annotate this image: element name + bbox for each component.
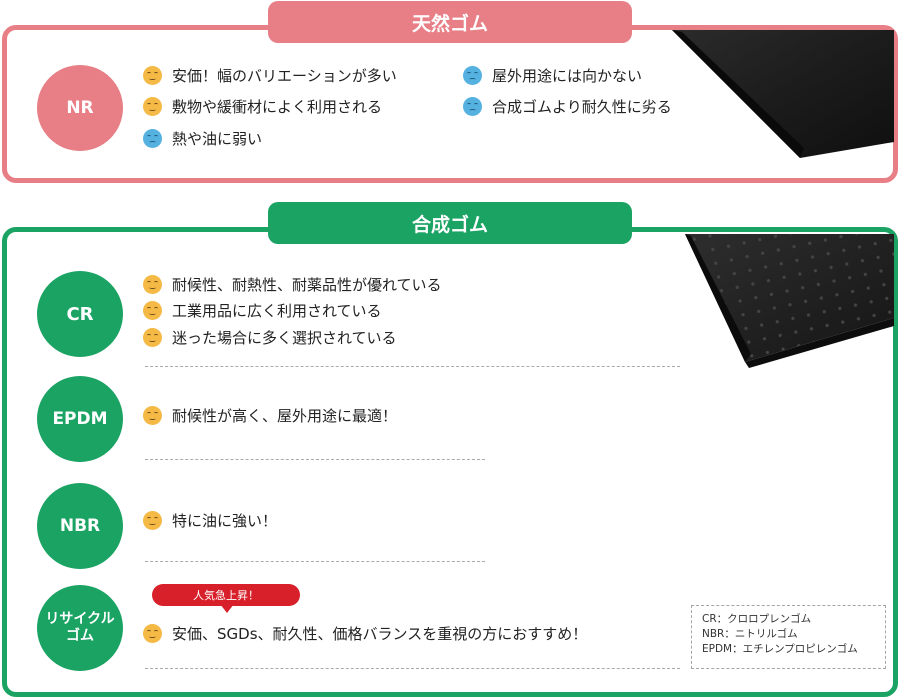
epdm-badge: EPDM (37, 376, 123, 462)
natural-rubber-sheet-image (672, 30, 894, 158)
nr-con-2-text: 屋外用途には向かない (492, 67, 643, 85)
epdm-item-1-text: 耐候性が高く、屋外用途に最適！ (172, 407, 398, 425)
nbr-divider (145, 561, 485, 562)
smile-face-icon (143, 511, 162, 530)
cr-divider (145, 366, 680, 367)
recycled-divider (145, 668, 680, 669)
cr-item-3: 迷った場合に多く選択されている (143, 327, 397, 348)
sad-face-icon (463, 66, 482, 85)
natural-rubber-tab: 天然ゴム (268, 1, 632, 43)
nr-con-3: 合成ゴムより耐久性に劣る (463, 96, 672, 117)
cr-item-2-text: 工業用品に広く利用されている (172, 302, 382, 320)
cr-item-3-text: 迷った場合に多く選択されている (172, 329, 397, 347)
legend-cr: CR：クロロプレンゴム (702, 613, 812, 625)
recycled-badge-line2: ゴム (66, 628, 94, 644)
smile-face-icon (143, 97, 162, 116)
nr-pro-1: 安価！幅のバリエーションが多い (143, 65, 397, 86)
nr-con-1: 熱や油に弱い (143, 128, 262, 149)
synthetic-rubber-tab: 合成ゴム (268, 202, 632, 244)
cr-item-2: 工業用品に広く利用されている (143, 300, 382, 321)
smile-face-icon (143, 624, 162, 643)
nr-badge: NR (37, 65, 123, 151)
sad-face-icon (463, 97, 482, 116)
epdm-divider (145, 459, 485, 460)
nr-pro-2-text: 敷物や緩衝材によく利用される (172, 98, 383, 116)
recycled-badge-line1: リサイクル (45, 610, 115, 627)
smile-face-icon (143, 301, 162, 320)
nr-con-1-text: 熱や油に弱い (172, 130, 263, 148)
recycled-badge: リサイクル ゴム (37, 585, 123, 671)
nr-pro-1-text: 安価！幅のバリエーションが多い (172, 67, 397, 85)
smile-face-icon (143, 275, 162, 294)
cr-item-1: 耐候性、耐熱性、耐薬品性が優れている (143, 274, 442, 295)
nr-pro-2: 敷物や緩衝材によく利用される (143, 96, 382, 117)
cr-badge: CR (37, 271, 123, 357)
legend-epdm: EPDM：エチレンプロピレンゴム (702, 643, 858, 656)
popular-tag-pointer (220, 604, 234, 613)
recycled-item-1: 安価、SGDs、耐久性、価格バランスを重視の方におすすめ！ (143, 623, 587, 644)
nr-con-3-text: 合成ゴムより耐久性に劣る (492, 98, 672, 116)
nbr-item-1-text: 特に油に強い！ (172, 512, 278, 530)
smile-face-icon (143, 406, 162, 425)
smile-face-icon (143, 328, 162, 347)
popular-tag: 人気急上昇！ (152, 584, 300, 606)
nbr-badge: NBR (37, 483, 123, 569)
cr-item-1-text: 耐候性、耐熱性、耐薬品性が優れている (172, 276, 442, 294)
legend-nbr: NBR：ニトリルゴム (702, 628, 798, 641)
nbr-item-1: 特に油に強い！ (143, 510, 277, 531)
epdm-item-1: 耐候性が高く、屋外用途に最適！ (143, 405, 397, 426)
smile-face-icon (143, 66, 162, 85)
nr-con-2: 屋外用途には向かない (463, 65, 642, 86)
recycled-item-1-text: 安価、SGDs、耐久性、価格バランスを重視の方におすすめ！ (172, 625, 588, 643)
sad-face-icon (143, 129, 162, 148)
abbreviation-legend: CR：クロロプレンゴム NBR：ニトリルゴム EPDM：エチレンプロピレンゴム (691, 605, 886, 669)
synthetic-rubber-mat-image (685, 234, 894, 368)
